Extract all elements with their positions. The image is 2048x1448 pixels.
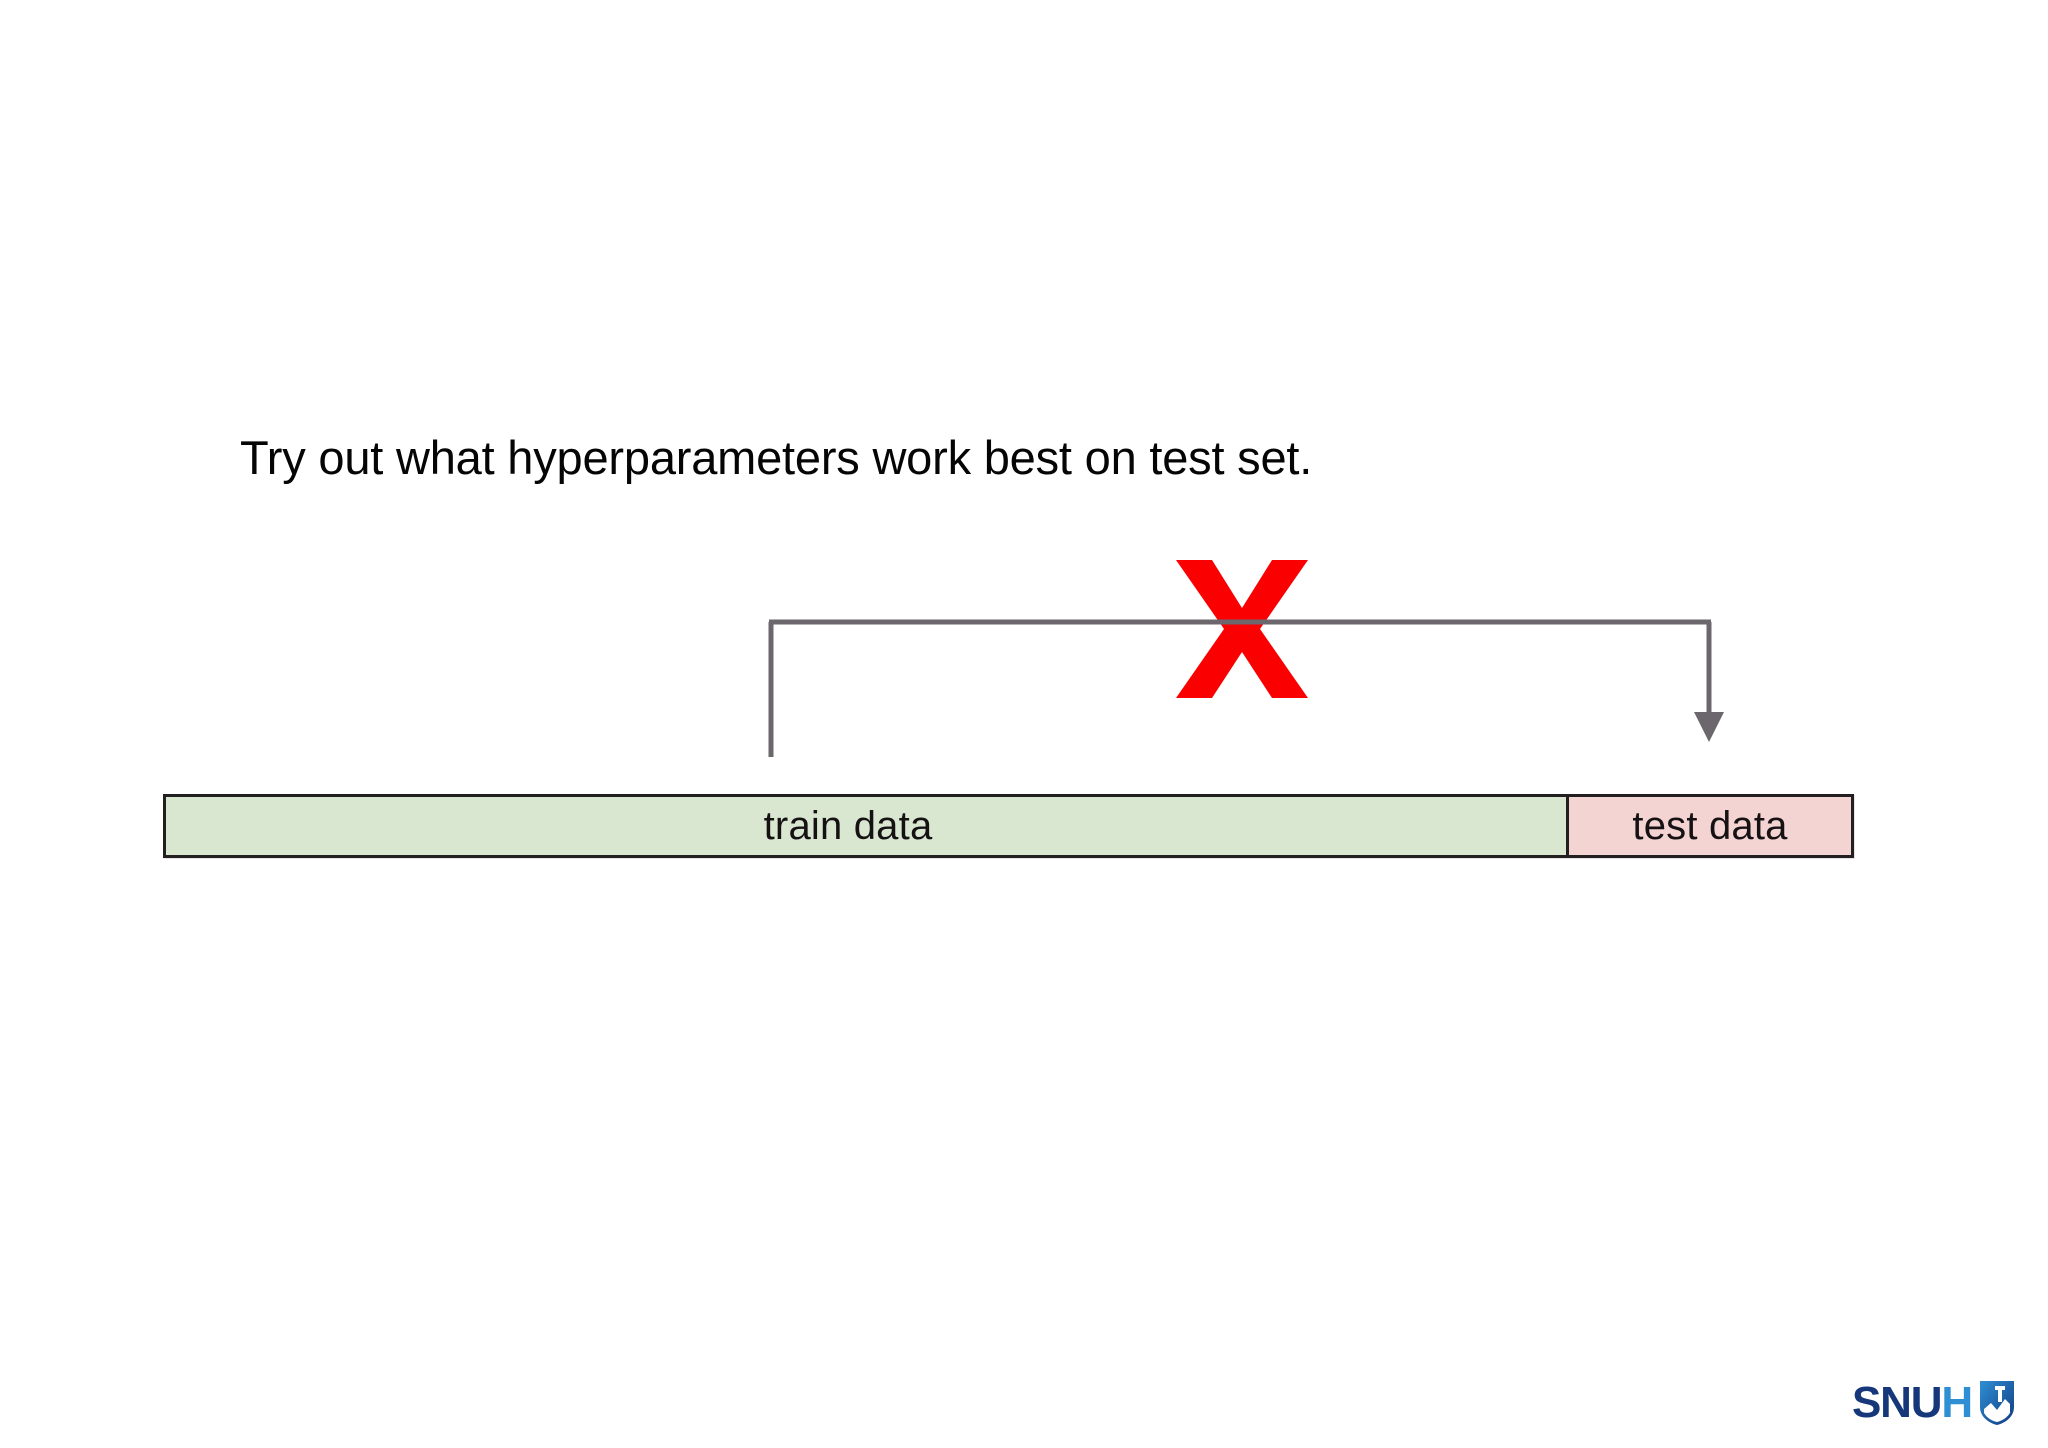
- page-title: Try out what hyperparameters work best o…: [240, 431, 1313, 484]
- snuh-logo: SNUH: [1852, 1372, 2032, 1434]
- train-data-label: train data: [763, 804, 933, 848]
- test-data-segment[interactable]: test data: [1569, 797, 1851, 855]
- x-mark-glyph: [1176, 560, 1308, 698]
- logo-text-primary: SNU: [1852, 1378, 1943, 1427]
- logo-text: SNUH: [1852, 1378, 1973, 1427]
- shield-icon-glyph: [1979, 1381, 2014, 1425]
- dataset-split-bar: train data test data: [163, 794, 1854, 858]
- feedback-arrow-path: [768, 619, 1724, 757]
- logo-text-accent: H: [1941, 1378, 1973, 1427]
- test-data-label: test data: [1632, 804, 1788, 848]
- shield-icon: [1978, 1379, 2016, 1427]
- train-data-segment[interactable]: train data: [166, 797, 1569, 855]
- x-mark-icon: [1172, 556, 1312, 702]
- feedback-arrow: [750, 600, 1750, 770]
